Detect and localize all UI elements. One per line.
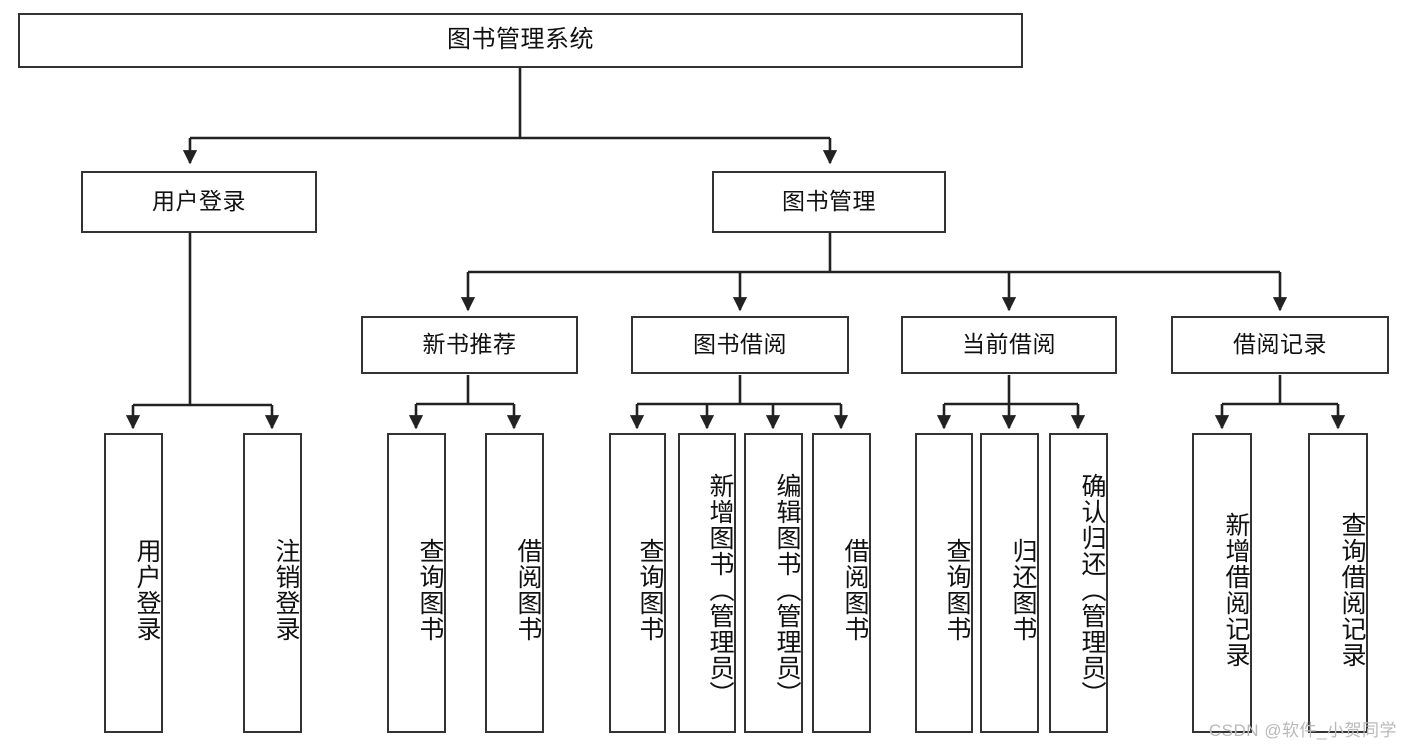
node-book-borrowing[interactable]: 图书借阅	[631, 316, 849, 374]
node-leaf-query-book-2[interactable]: 查询图书	[609, 433, 666, 733]
node-leaf-edit-book[interactable]: 编辑图书（管理员）	[744, 433, 803, 733]
csdn-watermark: CSDN @软件_小贺同学	[1208, 721, 1397, 740]
node-label: 用户登录	[133, 538, 161, 642]
node-label: 归还图书	[1009, 538, 1037, 642]
node-label: 确认归还（管理员）	[1078, 473, 1106, 707]
node-label: 查询图书	[636, 538, 664, 642]
node-label: 图书借阅	[693, 331, 787, 358]
node-label: 编辑图书（管理员）	[773, 473, 801, 707]
node-new-book-recommendation[interactable]: 新书推荐	[361, 316, 578, 374]
node-current-borrowing[interactable]: 当前借阅	[901, 316, 1117, 374]
node-label: 新书推荐	[422, 331, 517, 358]
node-label: 借阅图书	[514, 538, 542, 642]
node-label: 查询借阅记录	[1338, 512, 1366, 668]
node-label: 新增借阅记录	[1222, 512, 1250, 668]
node-leaf-borrow-book-2[interactable]: 借阅图书	[812, 433, 871, 733]
node-leaf-confirm-return[interactable]: 确认归还（管理员）	[1049, 433, 1108, 733]
node-label: 当前借阅	[962, 331, 1056, 358]
node-label: 借阅图书	[841, 538, 869, 642]
node-leaf-add-book[interactable]: 新增图书（管理员）	[678, 433, 736, 733]
node-label: 借阅记录	[1233, 331, 1327, 358]
node-leaf-query-book-3[interactable]: 查询图书	[915, 433, 973, 733]
node-label: 注销登录	[272, 538, 300, 642]
node-book-management-system[interactable]: 图书管理系统	[18, 13, 1023, 68]
node-label: 查询图书	[416, 538, 444, 642]
node-label: 查询图书	[943, 538, 971, 642]
node-leaf-query-book-1[interactable]: 查询图书	[387, 433, 446, 733]
node-leaf-logout[interactable]: 注销登录	[243, 433, 302, 733]
node-leaf-query-borrow-record[interactable]: 查询借阅记录	[1308, 433, 1368, 733]
node-label: 图书管理	[782, 188, 876, 215]
node-label: 图书管理系统	[447, 26, 594, 54]
node-label: 用户登录	[152, 188, 246, 215]
node-leaf-return-book[interactable]: 归还图书	[980, 433, 1039, 733]
node-leaf-add-borrow-record[interactable]: 新增借阅记录	[1192, 433, 1252, 733]
node-label: 新增图书（管理员）	[706, 473, 734, 707]
node-leaf-user-login[interactable]: 用户登录	[104, 433, 163, 733]
node-book-management[interactable]: 图书管理	[712, 171, 946, 233]
node-leaf-borrow-book-1[interactable]: 借阅图书	[485, 433, 544, 733]
node-user-login[interactable]: 用户登录	[81, 171, 317, 233]
node-borrowing-record[interactable]: 借阅记录	[1171, 316, 1389, 374]
